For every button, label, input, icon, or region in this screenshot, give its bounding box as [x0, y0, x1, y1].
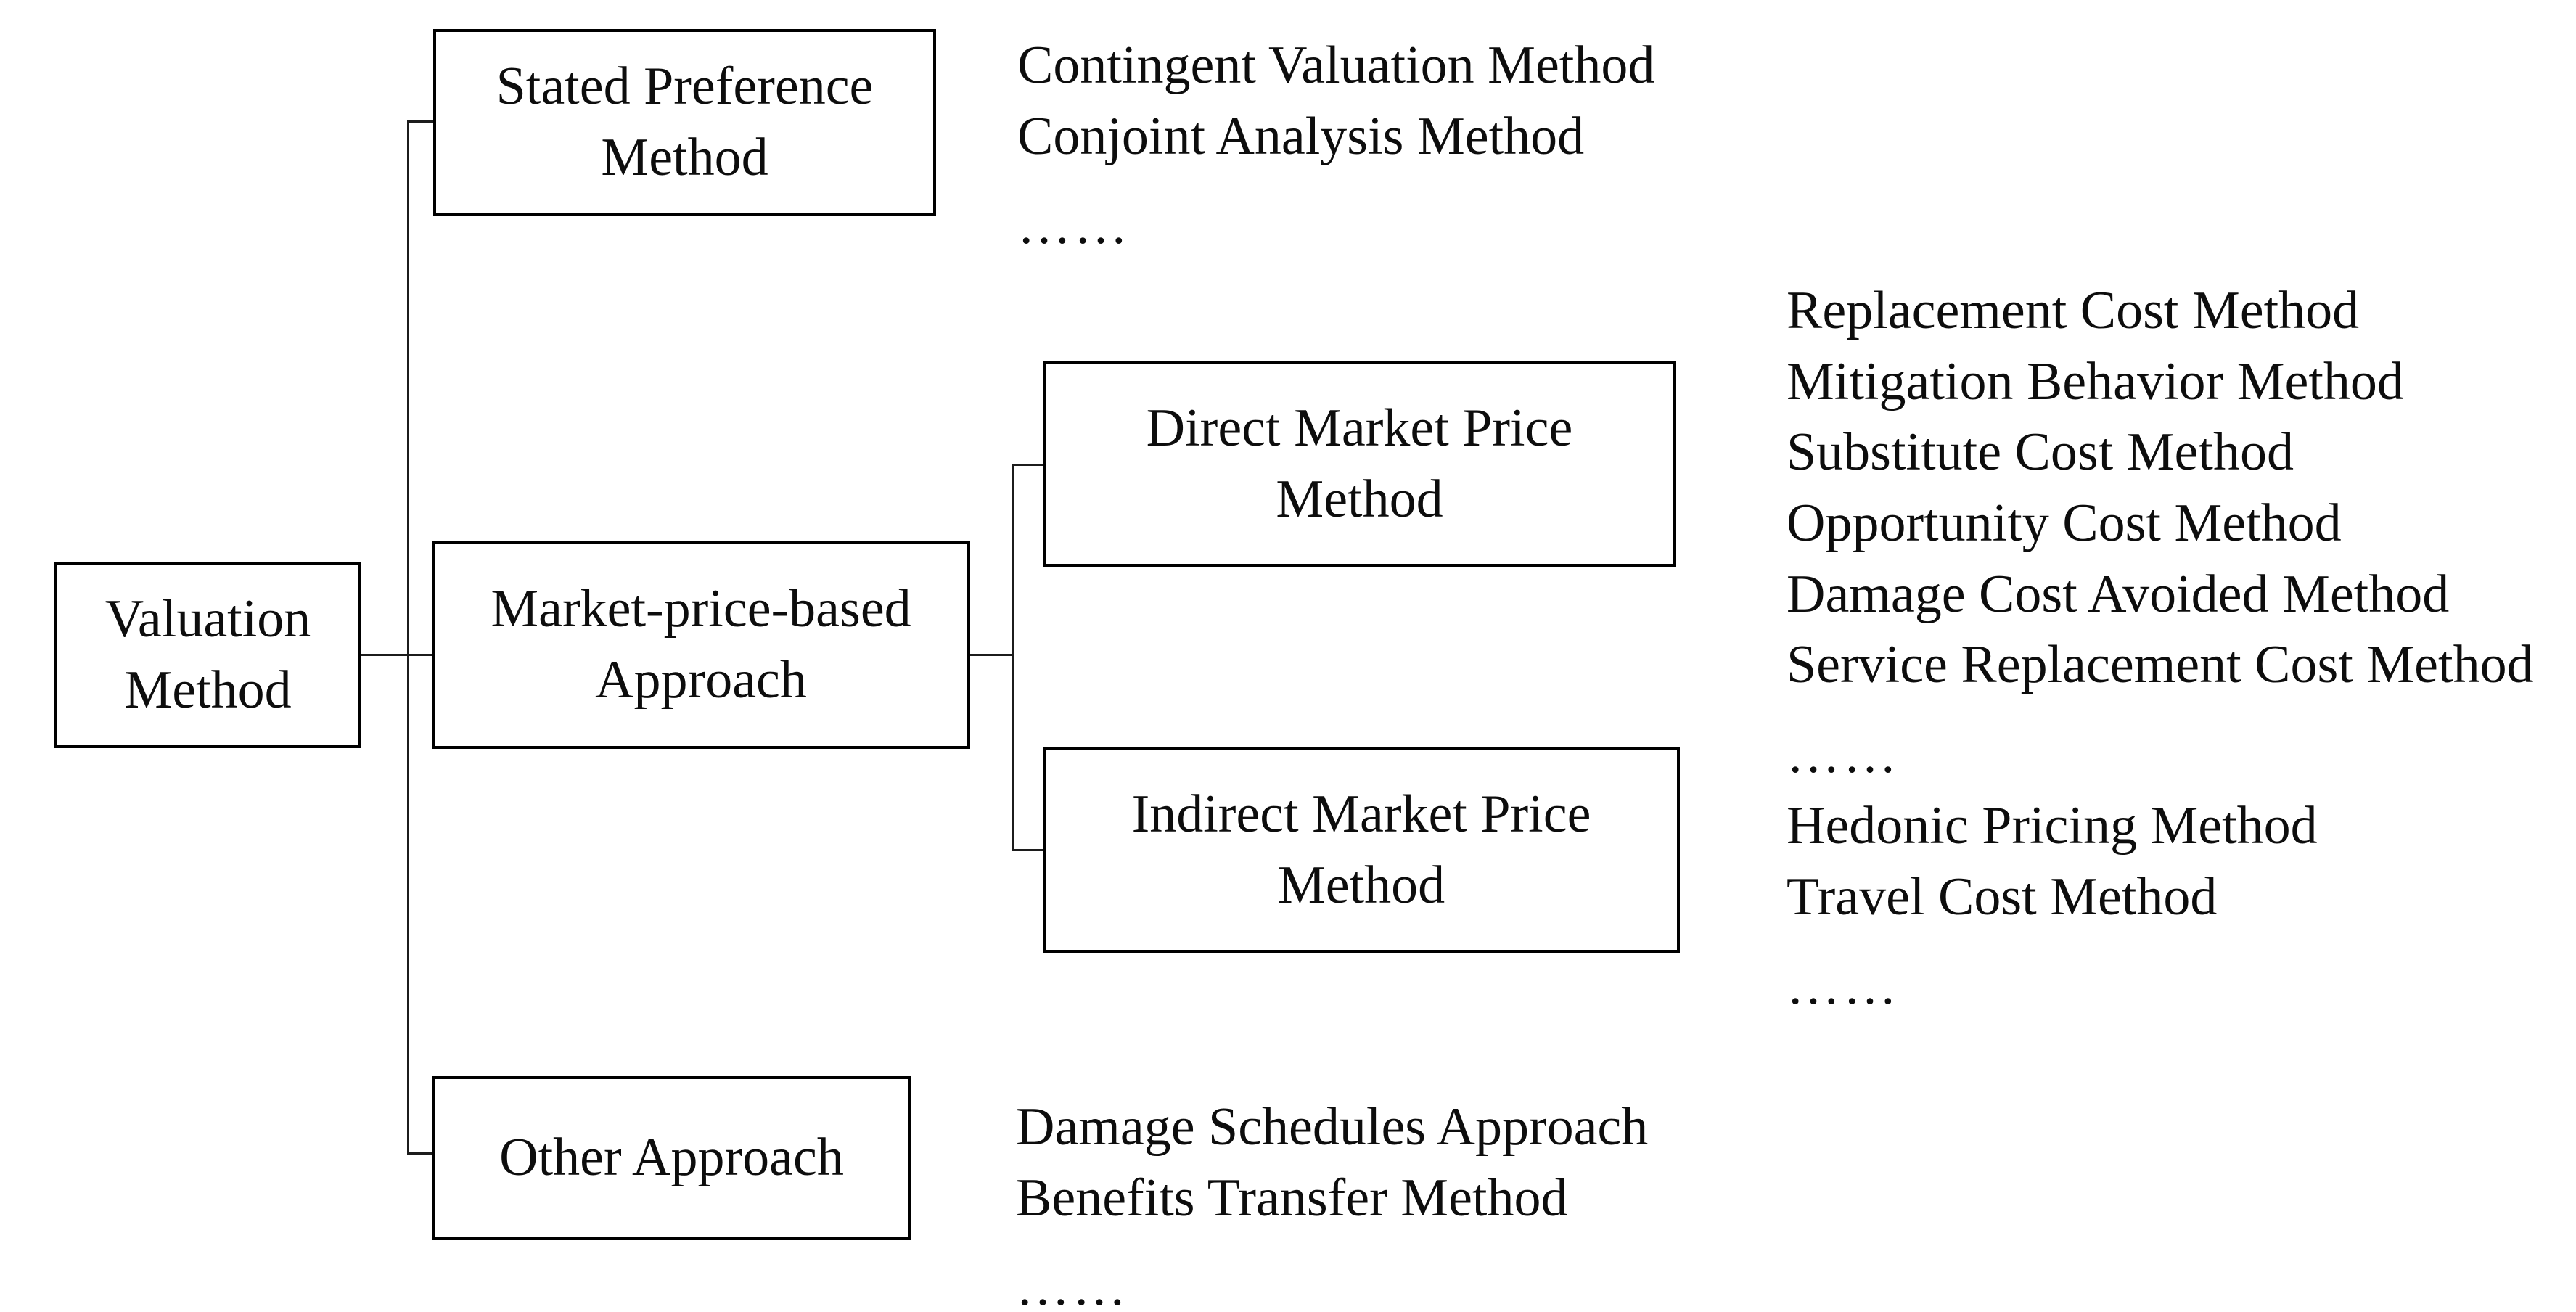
ellipsis-line: ……: [1017, 196, 1131, 256]
trunk2-to-direct-stub-line: [1012, 464, 1044, 466]
indirect-market-price-examples-list: Hedonic Pricing Method Travel Cost Metho…: [1787, 791, 2318, 1022]
example-line: Damage Cost Avoided Method: [1787, 564, 2450, 624]
example-line: Contingent Valuation Method: [1017, 36, 1655, 95]
example-line: Replacement Cost Method: [1787, 281, 2360, 340]
stated-preference-examples-list: Contingent Valuation Method Conjoint Ana…: [1017, 30, 1654, 262]
root-box-valuation-method: Valuation Method: [54, 562, 361, 748]
child-box-direct-market-price: Direct Market Price Method: [1043, 361, 1676, 567]
example-line: Mitigation Behavior Method: [1787, 351, 2404, 411]
other-approach-examples-list: Damage Schedules Approach Benefits Trans…: [1016, 1092, 1648, 1312]
trunk2-to-indirect-stub-line: [1012, 849, 1044, 851]
example-line: Service Replacement Cost Method: [1787, 635, 2534, 695]
branch-box-other-approach: Other Approach: [432, 1076, 911, 1240]
example-line: Opportunity Cost Method: [1787, 493, 2342, 554]
example-line: Substitute Cost Method: [1787, 422, 2294, 483]
example-line: Benefits Transfer Method: [1016, 1168, 1568, 1228]
example-line: Conjoint Analysis Method: [1017, 106, 1585, 166]
example-line: Travel Cost Method: [1787, 866, 2218, 927]
stated-preference-label: Stated Preference Method: [496, 56, 874, 187]
direct-market-price-label: Direct Market Price Method: [1146, 398, 1573, 529]
market-price-based-label: Market-price-based Approach: [491, 579, 911, 710]
trunk-to-other-stub-line: [407, 1152, 436, 1155]
branch-box-market-price-based: Market-price-based Approach: [432, 541, 970, 749]
other-approach-label: Other Approach: [499, 1128, 844, 1188]
ellipsis-line: ……: [1787, 956, 1900, 1017]
branch-box-stated-preference: Stated Preference Method: [433, 29, 936, 216]
child-box-indirect-market-price: Indirect Market Price Method: [1043, 747, 1680, 953]
example-line: Hedonic Pricing Method: [1787, 796, 2318, 856]
indirect-market-price-label: Indirect Market Price Method: [1131, 784, 1591, 915]
example-line: Damage Schedules Approach: [1016, 1097, 1649, 1157]
trunk-level1-vertical-line: [407, 120, 409, 1154]
root-to-market-horizontal-line: [361, 654, 433, 656]
trunk-to-stated-stub-line: [407, 120, 436, 123]
root-box-label: Valuation Method: [104, 589, 311, 720]
market-to-trunk2-horizontal-line: [970, 654, 1014, 656]
ellipsis-line: ……: [1787, 725, 1900, 785]
trunk-level2-vertical-line: [1012, 464, 1014, 851]
ellipsis-line: ……: [1016, 1258, 1129, 1312]
direct-market-price-examples-list: Replacement Cost Method Mitigation Behav…: [1787, 276, 2534, 791]
